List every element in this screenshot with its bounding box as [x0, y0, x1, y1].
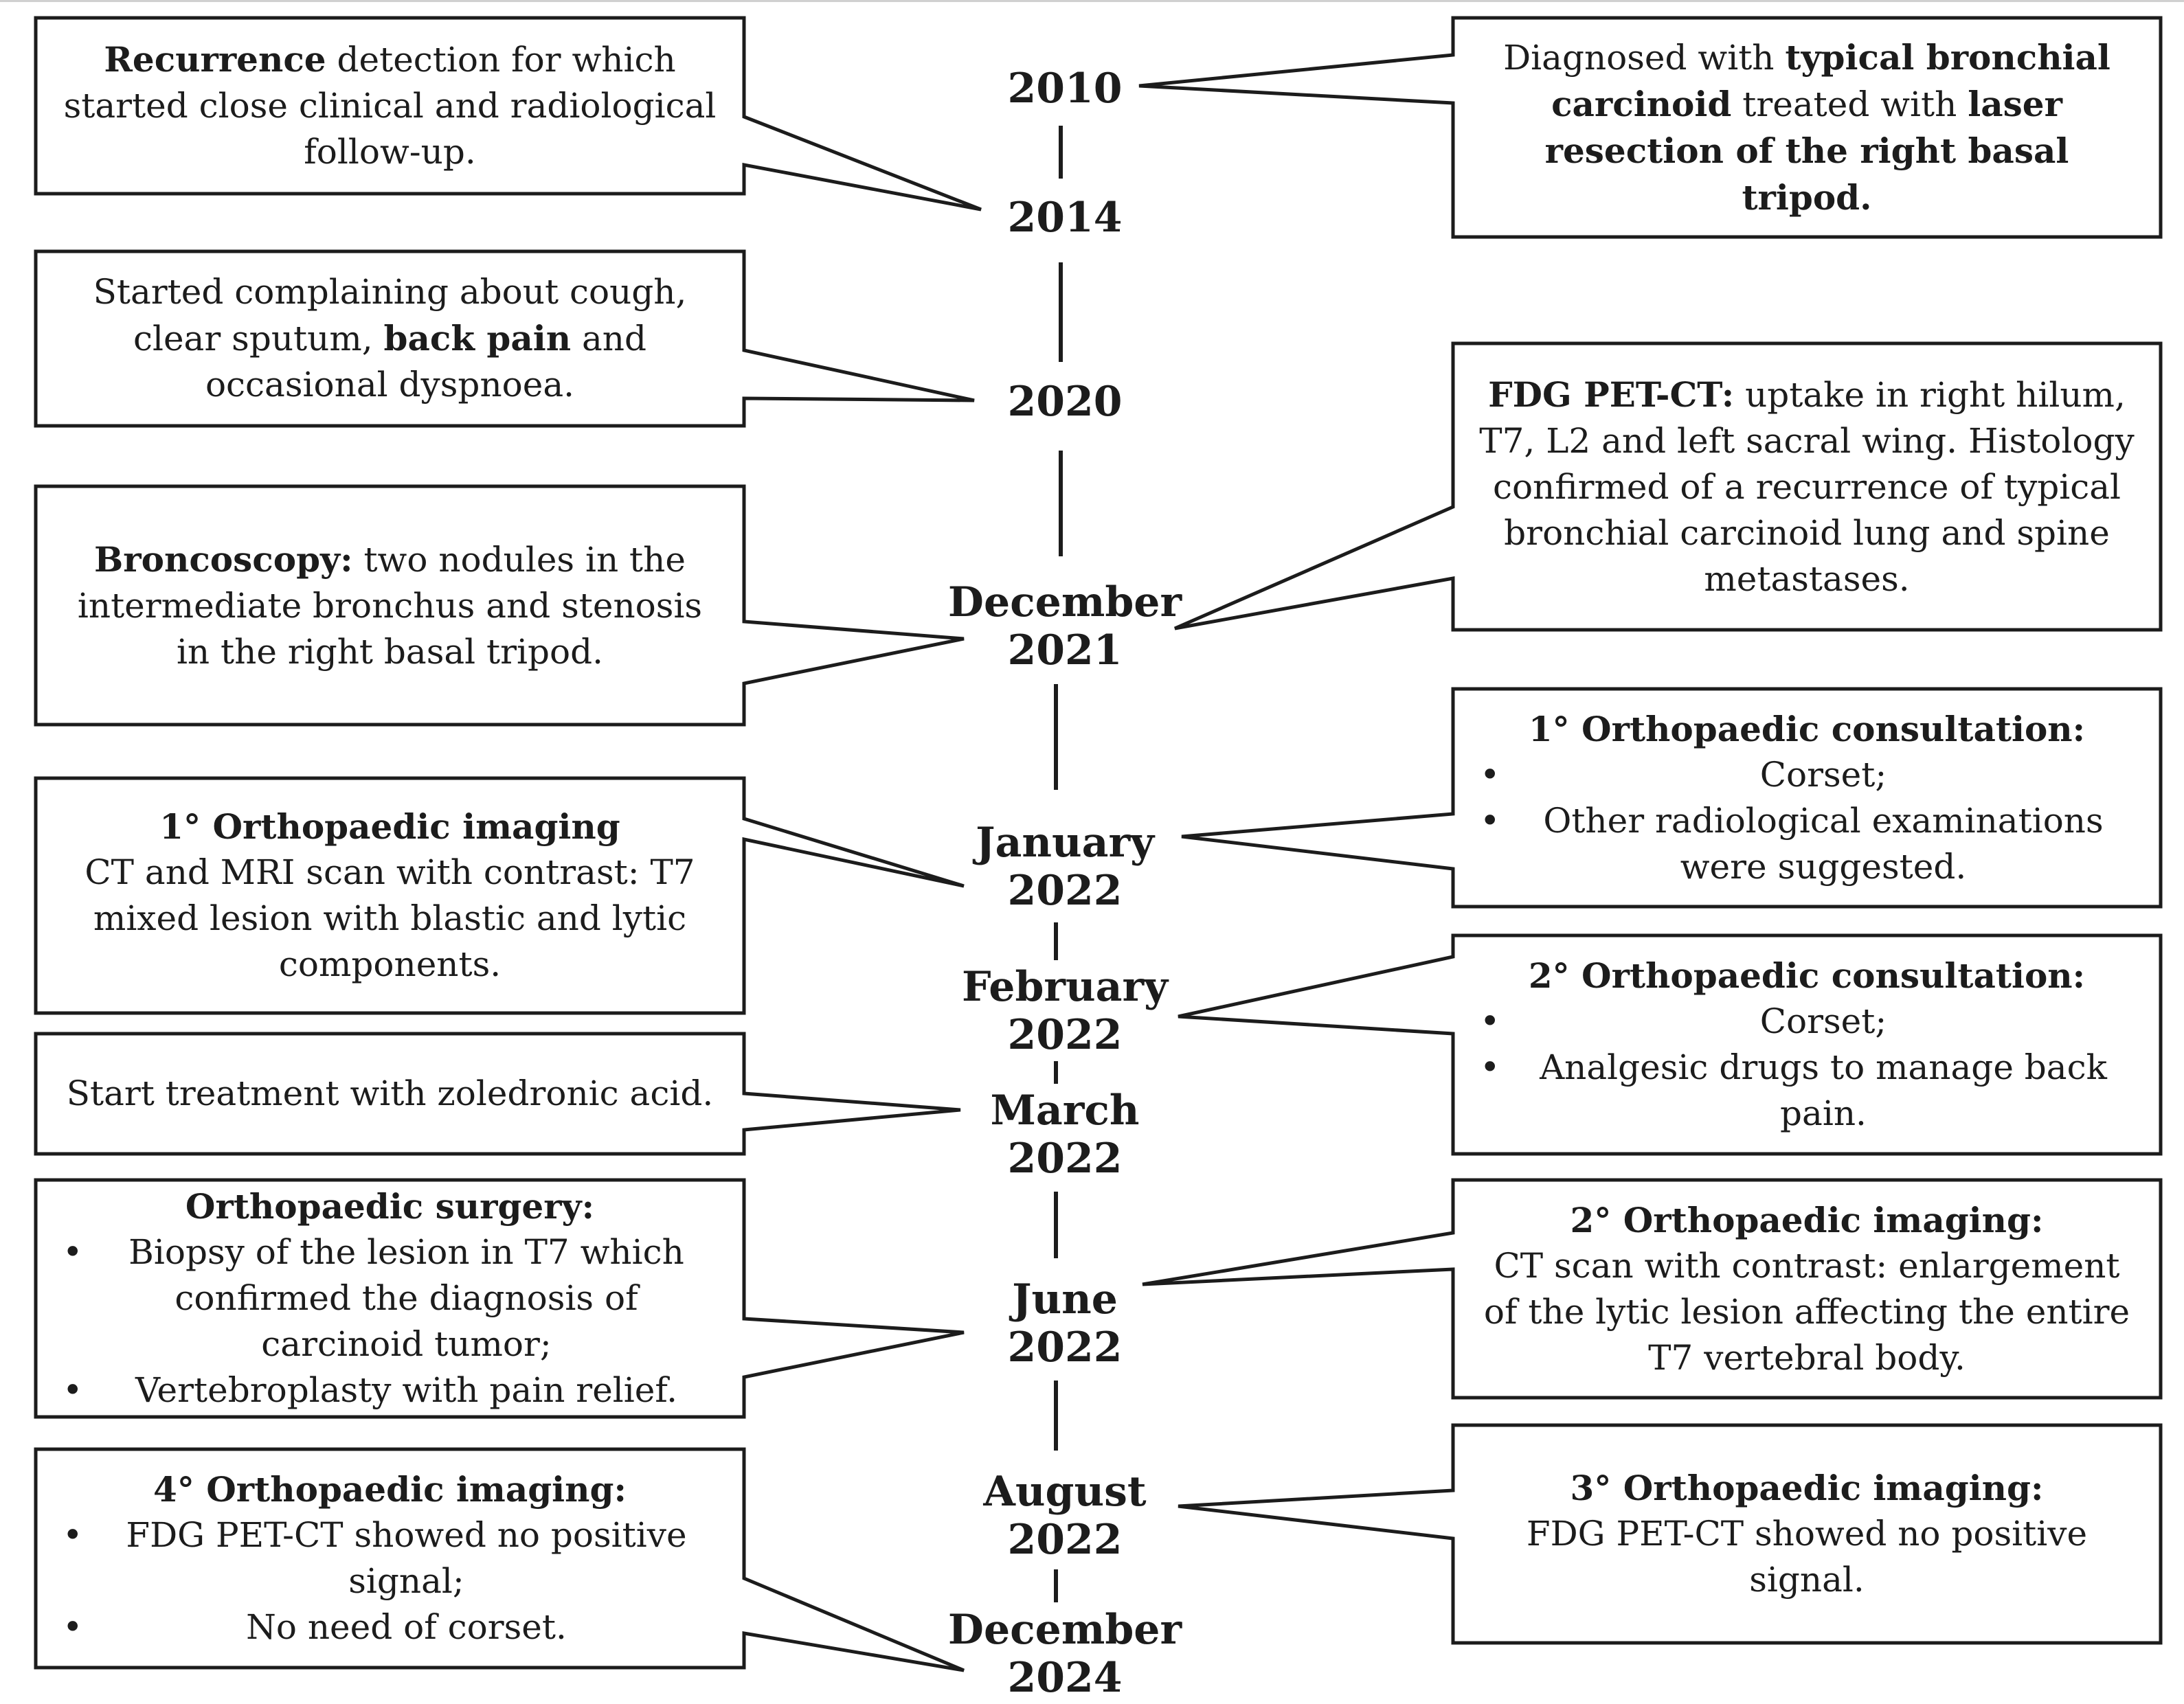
event-title: Orthopaedic surgery:	[185, 1186, 595, 1227]
event-diagnosis-2010: Diagnosed with typical bronchial carcino…	[1455, 20, 2159, 235]
list-item: Corset;	[1476, 999, 2138, 1045]
date-2020: 2020	[907, 378, 1223, 426]
date-2014: 2014	[907, 194, 1223, 242]
event-body: CT and MRI scan with contrast: T7 mixed …	[85, 852, 695, 984]
list-item: Other radiological examinations were sug…	[1476, 798, 2138, 890]
date-february-2022: February 2022	[907, 963, 1223, 1059]
callout-frame-symptoms-2020	[34, 249, 975, 428]
event-list: FDG PET-CT showed no positive signal; No…	[58, 1512, 721, 1650]
date-line: 2022	[1007, 867, 1123, 915]
event-bold: laser resection of the right basal tripo…	[1544, 83, 2069, 218]
callout-frame-diagnosis-2010	[1138, 16, 2163, 239]
event-recurrence-2014: Recurrence detection for which started c…	[38, 20, 742, 192]
event-text: Broncoscopy: two nodules in the intermed…	[58, 536, 721, 675]
date-june-2022: June 2022	[907, 1275, 1223, 1372]
event-text: Recurrence detection for which started c…	[58, 36, 721, 175]
event-title: 4° Orthopaedic imaging:	[153, 1469, 627, 1510]
top-border	[0, 0, 2184, 2]
event-bold: back pain	[383, 318, 572, 359]
callout-frame-ortho-imaging-3	[1178, 1423, 2163, 1645]
event-ortho-consult-2: 2° Orthopaedic consultation: Corset; Ana…	[1455, 938, 2159, 1152]
date-line: December	[947, 578, 1182, 626]
date-line: June	[1012, 1275, 1118, 1324]
callout-frame-recurrence-2014	[34, 16, 982, 212]
event-bronchoscopy-2021: Broncoscopy: two nodules in the intermed…	[38, 488, 742, 723]
event-surgery: Orthopaedic surgery: Biopsy of the lesio…	[38, 1182, 742, 1415]
callout-frame-pet-2021	[1173, 341, 2163, 632]
date-line: 2014	[1007, 194, 1123, 242]
event-title: 2° Orthopaedic consultation:	[1528, 955, 2086, 996]
date-line: 2022	[1007, 1135, 1123, 1183]
event-body: uptake in right hilum, T7, L2 and left s…	[1479, 374, 2135, 599]
list-item: Biopsy of the lesion in T7 which confirm…	[58, 1229, 721, 1367]
event-ortho-imaging-4: 4° Orthopaedic imaging: FDG PET-CT showe…	[38, 1451, 742, 1666]
list-item: FDG PET-CT showed no positive signal;	[58, 1512, 721, 1604]
event-ortho-imaging-1: 1° Orthopaedic imaging CT and MRI scan w…	[38, 780, 742, 1011]
event-ortho-consult-1: 1° Orthopaedic consultation: Corset; Oth…	[1455, 691, 2159, 905]
date-january-2022: January 2022	[907, 819, 1223, 915]
event-body: Started complaining about cough, clear s…	[93, 272, 687, 359]
event-text: FDG PET-CT: uptake in right hilum, T7, L…	[1476, 372, 2138, 602]
date-line: December	[947, 1606, 1182, 1654]
date-line: 2021	[1007, 626, 1123, 674]
date-line: 2022	[1007, 1516, 1123, 1564]
event-pet-2021: FDG PET-CT: uptake in right hilum, T7, L…	[1455, 345, 2159, 628]
callout-frame-bronchoscopy-2021	[34, 484, 965, 727]
date-line: March	[990, 1087, 1140, 1135]
date-line: 2022	[1007, 1324, 1123, 1372]
callout-frame-ortho-imaging-1	[34, 776, 965, 1015]
date-line: 2020	[1007, 378, 1123, 426]
event-body: CT scan with contrast: enlargement of th…	[1483, 1245, 2130, 1378]
event-body: Start treatment with zoledronic acid.	[66, 1073, 714, 1113]
event-bold: Broncoscopy:	[94, 538, 353, 580]
event-title: 1° Orthopaedic imaging	[159, 806, 620, 847]
event-body: and occasional dyspnoea.	[205, 319, 647, 405]
event-ortho-imaging-3: 3° Orthopaedic imaging: FDG PET-CT showe…	[1455, 1427, 2159, 1641]
event-text: Started complaining about cough, clear s…	[58, 269, 721, 408]
event-symptoms-2020: Started complaining about cough, clear s…	[38, 253, 742, 424]
event-body: Diagnosed with	[1503, 37, 1786, 78]
callout-frame-zoledronic	[34, 1032, 961, 1156]
event-list: Biopsy of the lesion in T7 which confirm…	[58, 1229, 721, 1413]
event-body: FDG PET-CT showed no positive signal.	[1526, 1514, 2088, 1600]
event-title: 3° Orthopaedic imaging:	[1570, 1468, 2044, 1508]
event-title: 1° Orthopaedic consultation:	[1528, 708, 2086, 749]
date-line: January	[976, 819, 1154, 867]
event-bold: Recurrence	[104, 39, 326, 80]
event-ortho-imaging-2: 2° Orthopaedic imaging: CT scan with con…	[1455, 1182, 2159, 1396]
callout-frame-ortho-imaging-2	[1142, 1178, 2163, 1400]
event-body: two nodules in the intermediate bronchus…	[77, 539, 703, 672]
date-december-2021: December 2021	[907, 578, 1223, 674]
date-line: February	[961, 963, 1169, 1011]
event-bold: typical bronchial carcinoid	[1551, 36, 2110, 124]
date-line: 2022	[1007, 1011, 1123, 1059]
list-item: No need of corset.	[58, 1604, 721, 1650]
date-march-2022: March 2022	[907, 1087, 1223, 1183]
event-title: 2° Orthopaedic imaging:	[1570, 1199, 2044, 1240]
event-body: detection for which started close clinic…	[63, 40, 717, 172]
event-body: treated with	[1731, 84, 1968, 124]
date-line: August	[983, 1468, 1147, 1516]
event-zoledronic: Start treatment with zoledronic acid.	[38, 1036, 742, 1152]
event-text: Diagnosed with typical bronchial carcino…	[1476, 34, 2138, 221]
date-2010: 2010	[907, 65, 1223, 113]
date-line: 2010	[1007, 65, 1123, 113]
list-item: Analgesic drugs to manage back pain.	[1476, 1045, 2138, 1137]
date-august-2022: August 2022	[907, 1468, 1223, 1564]
event-list: Corset; Analgesic drugs to manage back p…	[1476, 999, 2138, 1137]
list-item: Corset;	[1476, 752, 2138, 798]
date-line: 2024	[1007, 1654, 1123, 1702]
event-bold: FDG PET-CT:	[1488, 374, 1735, 415]
date-december-2024: December 2024	[907, 1606, 1223, 1702]
event-list: Corset; Other radiological examinations …	[1476, 752, 2138, 890]
list-item: Vertebroplasty with pain relief.	[58, 1367, 721, 1413]
